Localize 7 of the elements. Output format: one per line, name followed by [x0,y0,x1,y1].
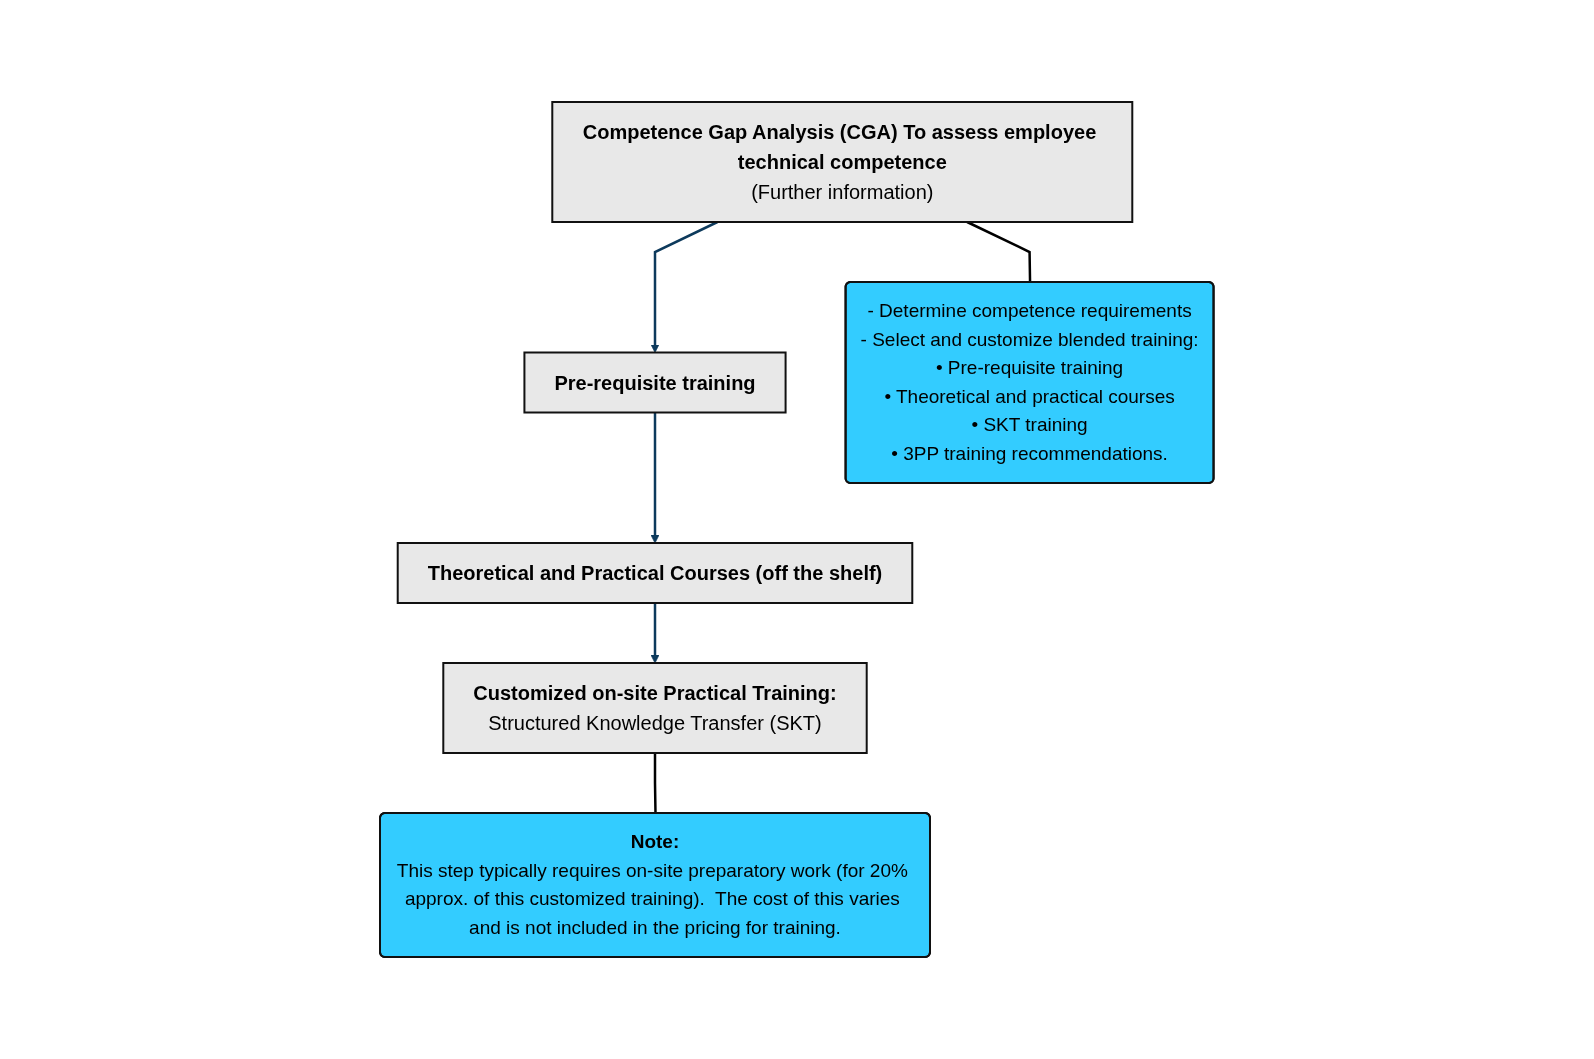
node-box: Theoretical and Practical Courses (off the shelf) [396,542,914,604]
node-box: Pre-requisite training [523,351,787,414]
node-box: Competence Gap Analysis (CGA) To assess employee technical competence (Further information) [551,101,1134,223]
connector [653,753,657,814]
arrow [650,603,660,664]
node-box: Customized on-site Practical Training: Structured Knowledge Transfer (SKT) [442,662,868,754]
arrow [650,412,660,544]
